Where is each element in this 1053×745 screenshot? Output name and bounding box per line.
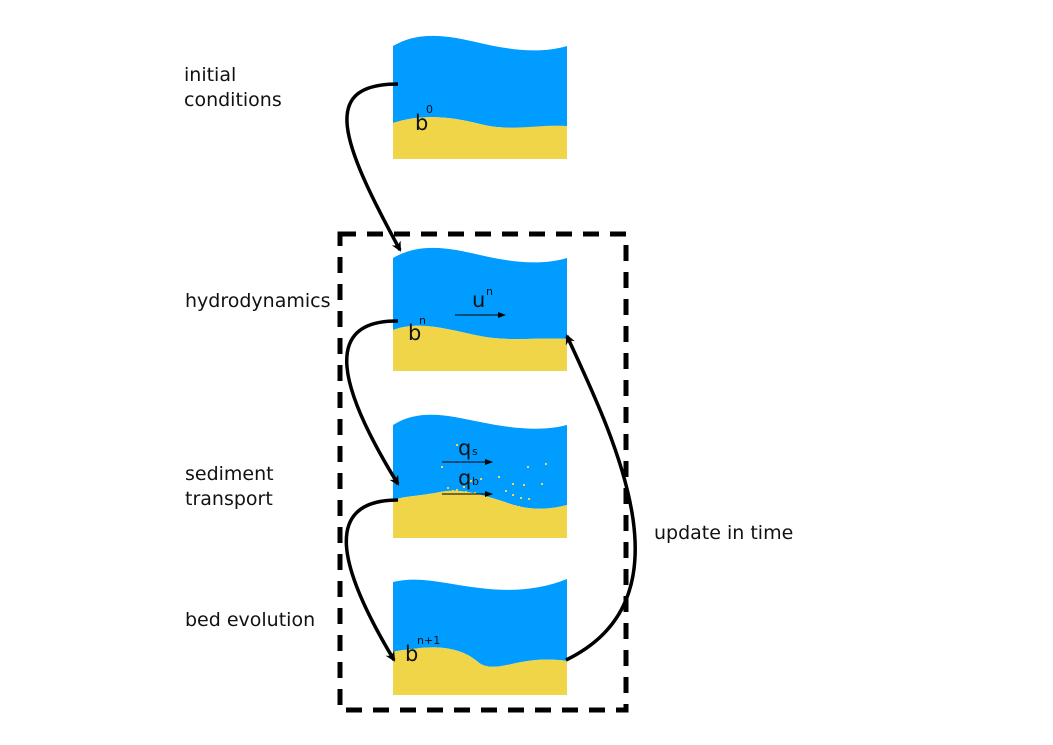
var-qs: q [458,436,471,460]
sediment-particle [512,494,514,496]
var-un: u [472,288,485,312]
sediment-particle [447,487,449,489]
var-b0: b [415,111,428,135]
sediment-particle [523,484,525,486]
water-region [393,247,567,340]
sediment-particle [470,480,472,482]
sediment-particle [452,490,454,492]
sediment-particle [490,498,492,500]
sediment-particle [463,486,465,488]
sediment-particle [512,483,514,485]
time-loop-box [337,231,629,713]
label-hydrodynamics: hydrodynamics [185,290,331,312]
label-update-in-time: update in time [654,522,793,544]
label-initial-conditions-line1: initial [184,64,236,86]
panel-initial-conditions: b 0 [393,35,567,159]
sediment-particle [526,508,528,510]
sediment-particle [505,490,507,492]
suspended-particles [441,444,547,510]
sediment-particle [480,478,482,480]
sediment-particle [522,507,524,509]
sediment-particle [441,466,443,468]
var-un-sup: n [486,285,493,298]
label-sediment-transport-line1: sediment [185,463,274,485]
arrow-transport-to-bed-evolution [344,498,399,662]
label-initial-conditions-line2: conditions [184,89,282,111]
label-bed-evolution: bed evolution [185,609,315,631]
sediment-particle [460,492,462,494]
sediment-particle [465,491,467,493]
sediment-particle [486,497,488,499]
sediment-particle [506,503,508,505]
sediment-particle [545,463,547,465]
sediment-particle [520,497,522,499]
sediment-bed [393,490,567,538]
arrow-hydrodynamics-to-transport [344,319,400,486]
arrow-update-in-time [565,334,637,662]
sediment-bed [393,647,567,695]
arrow-initial-to-hydrodynamics [345,82,402,252]
sediment-particle [456,489,458,491]
var-bn1-sup: n+1 [417,634,440,647]
sediment-particle [541,483,543,485]
sediment-particle [482,496,484,498]
sediment-particle [456,444,458,446]
sediment-bed [393,325,567,371]
water-region [393,579,567,667]
sediment-particle [498,500,500,502]
sediment-particle [514,505,516,507]
var-qs-sub: s [472,445,478,458]
var-b0-sup: 0 [426,103,433,116]
sediment-particle [498,476,500,478]
sediment-particle [527,466,529,468]
sediment-particle [510,504,512,506]
panel-bed-evolution: b n+1 [393,579,567,695]
sediment-particle [502,502,504,504]
label-sediment-transport-line2: transport [185,488,273,510]
water-region [393,35,567,130]
var-qb-sub: b [472,475,479,488]
sediment-bed [393,117,567,159]
var-bn1: b [405,642,418,666]
sediment-particle [528,498,530,500]
var-qb: q [458,466,471,490]
panel-sediment-transport: q s q b [393,414,567,538]
sediment-particle [478,495,480,497]
panel-hydrodynamics: u n b n [393,247,567,371]
var-bn: b [408,321,421,345]
sediment-particle [518,506,520,508]
var-bn-sup: n [419,314,426,327]
sediment-particle [494,499,496,501]
sediment-particle [474,492,476,494]
